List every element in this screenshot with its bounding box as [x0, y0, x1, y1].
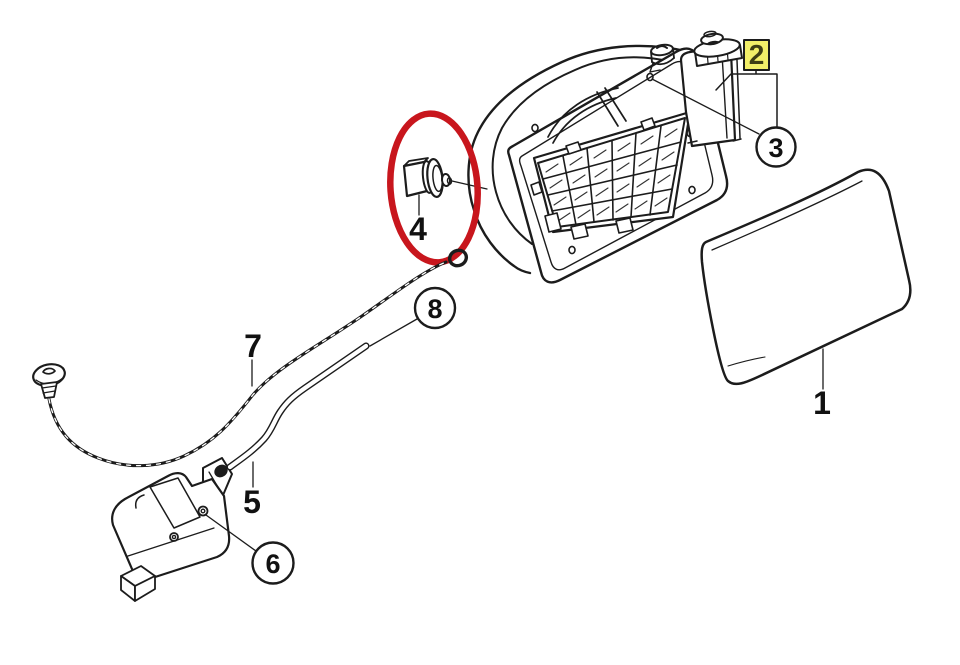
- callout-4-label[interactable]: 4: [409, 211, 427, 247]
- callout-6-circle[interactable]: [251, 541, 295, 585]
- actuator-rib-band: [149, 477, 201, 529]
- diagram-line-art: 1 2 3 4 5 6 7: [32, 30, 912, 602]
- actuator-connector-stub: [120, 565, 156, 602]
- tube-outline: [226, 342, 370, 471]
- leader-line-part4: [451, 180, 488, 190]
- filler-neck: [649, 30, 743, 148]
- callout-2-highlighted[interactable]: 2: [743, 39, 770, 71]
- callout-3-label[interactable]: 3: [768, 133, 783, 163]
- actuator-screw-boss-lower: [169, 532, 179, 542]
- housing-grid-insert: [530, 110, 692, 240]
- leader-lines: [205, 69, 824, 552]
- actuator-body: [111, 472, 231, 581]
- red-highlight-ellipse: [387, 110, 481, 266]
- callout-6[interactable]: 6: [251, 541, 295, 585]
- leader-line-6: [205, 514, 257, 552]
- callout-3[interactable]: 3: [755, 126, 797, 168]
- leader-line-8: [369, 318, 418, 347]
- plug-part: [402, 157, 453, 199]
- filler-housing-pot: [467, 44, 692, 275]
- tube-core: [227, 343, 369, 470]
- emergency-release-knob: [32, 363, 66, 399]
- release-cable: [47, 248, 469, 468]
- callout-2-highlight-box[interactable]: [743, 39, 770, 71]
- callout-1-label[interactable]: 1: [813, 385, 831, 421]
- cable-end-ring: [447, 248, 469, 268]
- grid-ribs: [542, 125, 682, 226]
- lock-actuator: [111, 457, 233, 602]
- filler-cap: [693, 30, 743, 67]
- bowden-rod-and-sheath: [214, 342, 370, 478]
- callout-3-circle[interactable]: [755, 126, 797, 168]
- callout2-bracket: [715, 69, 778, 128]
- leader-line-3: [651, 78, 760, 135]
- callout-6-label[interactable]: 6: [265, 549, 280, 579]
- cable-twist-texture: [48, 261, 447, 467]
- callout-7[interactable]: 7: [244, 328, 262, 364]
- callout-2-label[interactable]: 2: [749, 39, 765, 70]
- vent-nub: [649, 43, 675, 73]
- grid-mounting-tabs: [530, 117, 656, 240]
- callout-1[interactable]: 1: [813, 385, 831, 421]
- grid-hatching: [545, 128, 678, 222]
- callout-7-label[interactable]: 7: [244, 328, 262, 364]
- callout-5-label[interactable]: 5: [243, 484, 261, 520]
- flap-top-highlight: [711, 180, 863, 251]
- filler-funnel-lines: [547, 87, 627, 144]
- actuator-screw-boss-upper: [197, 505, 209, 517]
- callout-8-circle[interactable]: [413, 286, 457, 330]
- callout-8-label[interactable]: 8: [427, 294, 442, 324]
- sheath-end-collar: [214, 464, 228, 478]
- callout-8[interactable]: 8: [413, 286, 457, 330]
- callouts: 1 2 3 4 5 6 7: [243, 39, 831, 585]
- fuel-filler-flap: [700, 168, 912, 386]
- flap-corner-detail: [727, 356, 766, 367]
- callout-4[interactable]: 4: [409, 211, 427, 247]
- callout-5[interactable]: 5: [243, 484, 261, 520]
